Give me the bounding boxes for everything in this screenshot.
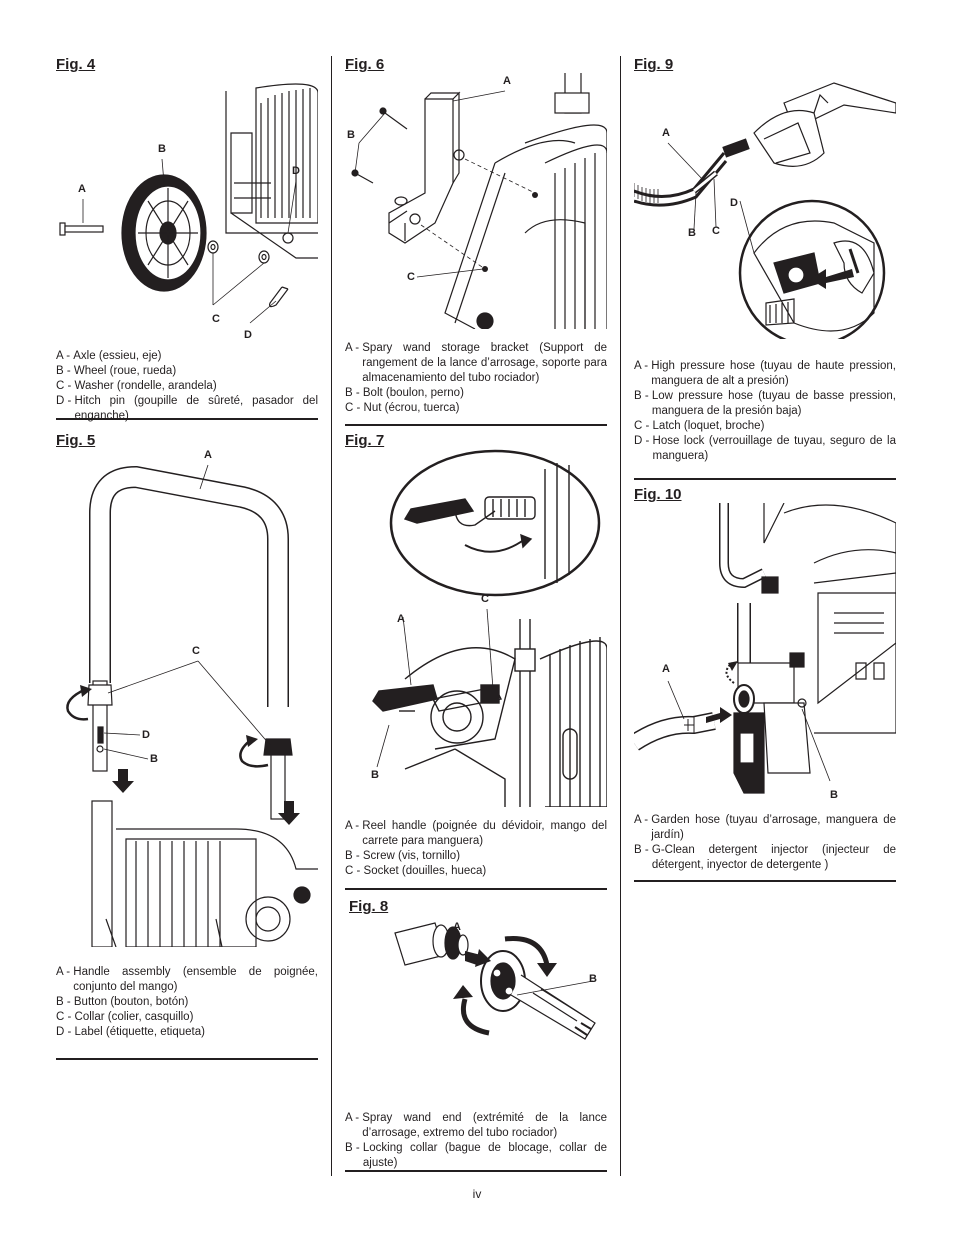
legend-item: D - Label (étiquette, etiqueta) [56, 1026, 205, 1038]
legend-item: A - Axle (essieu, eje) [56, 350, 162, 362]
fig6-drawing [351, 73, 607, 329]
fig10-illustration: A B [634, 503, 896, 803]
legend-item: C - Socket (douilles, hueca) [345, 865, 487, 877]
page-number: iv [472, 1187, 482, 1201]
section-divider [56, 1058, 318, 1060]
fig8-drawing [394, 922, 596, 1040]
fig10-drawing [634, 503, 896, 794]
fig7-illustration: C A B [345, 449, 607, 807]
section-divider [634, 880, 896, 882]
fig4-section: Fig. 4 [56, 56, 318, 424]
legend-item: B - G-Clean detergent injector (injecteu… [634, 844, 896, 871]
fig10-callout-b: B [830, 789, 838, 801]
legend-item: B - Wheel (roue, rueda) [56, 365, 177, 377]
legend-item: C - Washer (rondelle, arandela) [56, 380, 217, 392]
fig10-callout-a: A [662, 663, 670, 675]
fig8-section: Fig. 8 [345, 898, 607, 1171]
fig5-legend: A - Handle assembly (ensemble de poignée… [56, 965, 318, 1040]
legend-item: B - Button (bouton, botón) [56, 996, 189, 1008]
fig5-callout-b: B [150, 753, 158, 765]
fig4-drawing [59, 83, 318, 324]
fig9-callout-d: D [730, 197, 738, 209]
legend-item: B - Low pressure hose (tuyau de basse pr… [634, 390, 896, 417]
fig6-title: Fig. 6 [345, 56, 385, 73]
fig8-illustration: A B [345, 915, 607, 1091]
fig8-title: Fig. 8 [349, 898, 389, 915]
fig4-illustration: A B D C D [56, 73, 318, 341]
fig4-callout-c: C [212, 313, 220, 325]
section-divider [634, 478, 896, 480]
fig9-callout-a: A [662, 127, 670, 139]
fig10-title: Fig. 10 [634, 486, 682, 503]
fig5-callout-c: C [192, 645, 200, 657]
fig8-callout-b: B [589, 973, 597, 985]
fig6-section: Fig. 6 [345, 56, 607, 416]
section-divider [56, 418, 318, 420]
legend-item: A - Spray wand end (extrémité de la lanc… [345, 1112, 607, 1139]
fig4-title: Fig. 4 [56, 56, 96, 73]
fig7-callout-a: A [397, 613, 405, 625]
fig7-drawing [372, 449, 607, 807]
column-divider-left [331, 56, 332, 1176]
fig7-callout-b: B [371, 769, 379, 781]
legend-item: C - Latch (loquet, broche) [634, 420, 765, 432]
fig7-callout-c: C [481, 593, 489, 605]
fig6-callout-b: B [347, 129, 355, 141]
fig6-legend: A - Spary wand storage bracket (Support … [345, 341, 607, 416]
fig5-section: Fig. 5 [56, 432, 318, 1040]
fig7-title: Fig. 7 [345, 432, 385, 449]
fig10-section: Fig. 10 [634, 486, 896, 873]
legend-item: D - Hose lock (verrouillage de tuyau, se… [634, 435, 896, 462]
fig4-callout-b: B [158, 143, 166, 155]
fig5-callout-a: A [204, 449, 212, 461]
fig5-callout-d: D [142, 729, 150, 741]
legend-item: A - Spary wand storage bracket (Support … [345, 342, 607, 384]
section-divider [345, 888, 607, 890]
legend-item: B - Locking collar (bague de blocage, co… [345, 1142, 607, 1169]
fig4-legend: A - Axle (essieu, eje) B - Wheel (roue, … [56, 349, 318, 424]
legend-item: A - Reel handle (poignée du dévidoir, ma… [345, 820, 607, 847]
fig10-legend: A - Garden hose (tuyau d’arrosage, mangu… [634, 813, 896, 873]
fig4-callout-a: A [78, 183, 86, 195]
legend-item: B - Screw (vis, tornillo) [345, 850, 461, 862]
fig6-illustration: A B C [345, 73, 607, 329]
fig4-callout-d-top: D [292, 165, 300, 177]
fig5-drawing [66, 464, 318, 947]
fig9-illustration: A D B C [634, 73, 896, 339]
legend-item: A - High pressure hose (tuyau de haute p… [634, 360, 896, 387]
legend-item: A - Garden hose (tuyau d’arrosage, mangu… [634, 814, 896, 841]
fig9-drawing [634, 82, 896, 339]
section-divider [345, 424, 607, 426]
fig7-legend: A - Reel handle (poignée du dévidoir, ma… [345, 819, 607, 879]
fig6-callout-a: A [503, 75, 511, 87]
fig9-legend: A - High pressure hose (tuyau de haute p… [634, 359, 896, 464]
legend-item: C - Collar (colier, casquillo) [56, 1011, 194, 1023]
legend-item: C - Nut (écrou, tuerca) [345, 402, 460, 414]
legend-item: B - Bolt (boulon, perno) [345, 387, 464, 399]
fig7-section: Fig. 7 [345, 432, 607, 879]
fig8-legend: A - Spray wand end (extrémité de la lanc… [345, 1111, 607, 1171]
legend-item: A - Handle assembly (ensemble de poignée… [56, 966, 318, 993]
fig9-title: Fig. 9 [634, 56, 674, 73]
fig9-callout-b: B [688, 227, 696, 239]
fig9-section: Fig. 9 [634, 56, 896, 464]
fig9-callout-c: C [712, 225, 720, 237]
column-divider-right [620, 56, 621, 1176]
section-divider [345, 1170, 607, 1172]
fig6-callout-c: C [407, 271, 415, 283]
fig4-callout-d: D [244, 329, 252, 341]
fig5-title: Fig. 5 [56, 432, 96, 449]
fig8-callout-a: A [453, 921, 461, 933]
fig5-illustration: A C D B [56, 449, 318, 947]
